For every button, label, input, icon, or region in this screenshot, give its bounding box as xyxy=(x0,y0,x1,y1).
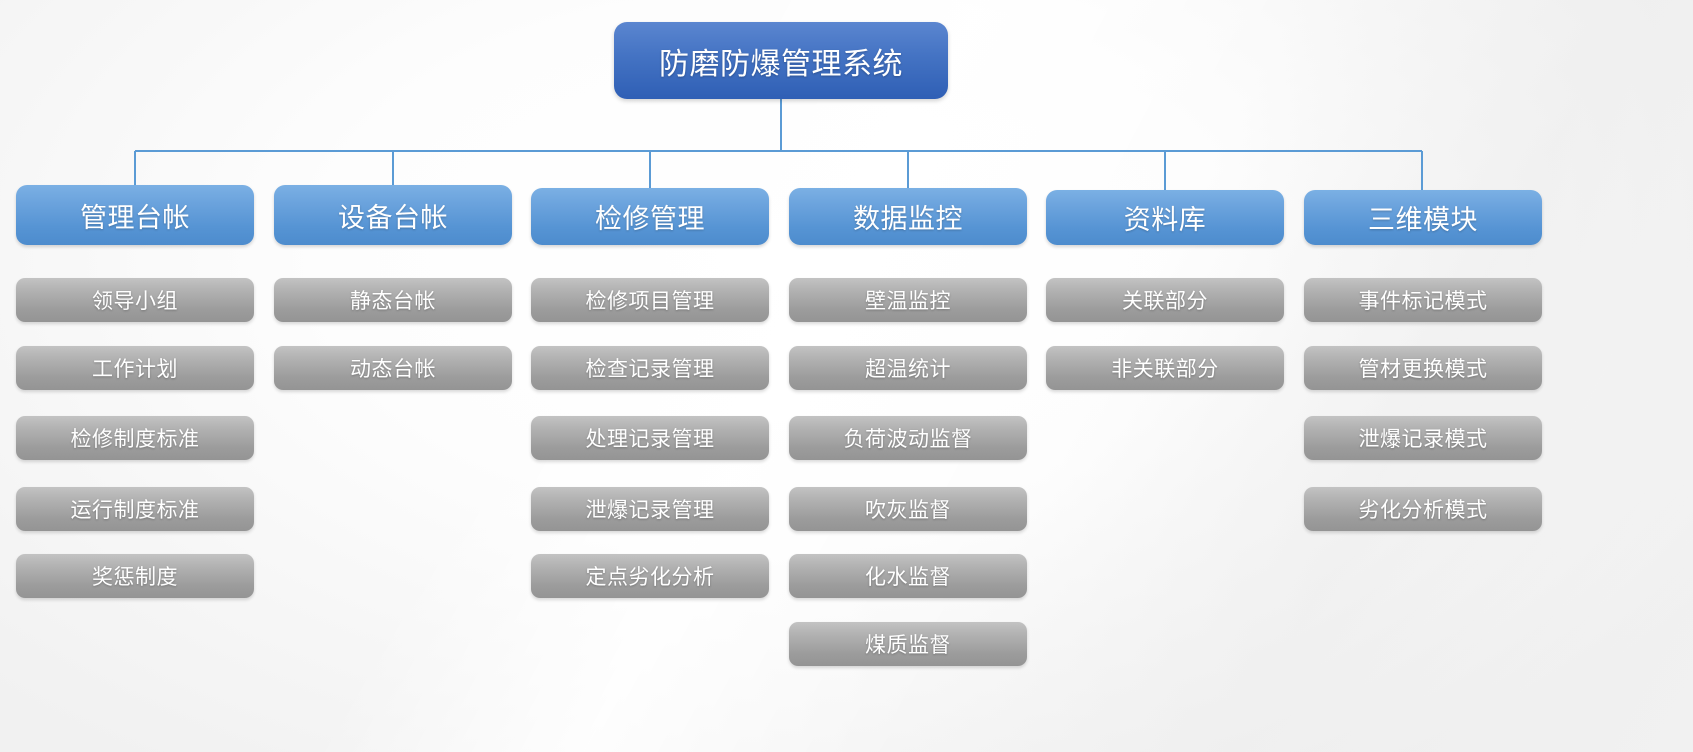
leaf-node[interactable]: 泄爆记录管理 xyxy=(531,487,769,531)
branch-label: 资料库 xyxy=(1123,205,1207,235)
branch-label: 三维模块 xyxy=(1368,205,1478,235)
leaf-label: 非关联部分 xyxy=(1111,358,1219,381)
branch-node-three-d-module[interactable]: 三维模块 xyxy=(1304,190,1542,245)
leaf-node[interactable]: 检修项目管理 xyxy=(531,278,769,322)
leaf-node[interactable]: 领导小组 xyxy=(16,278,254,322)
root-node-label: 防磨防爆管理系统 xyxy=(659,47,903,81)
leaf-label: 泄爆记录模式 xyxy=(1358,428,1488,451)
leaf-label: 检查记录管理 xyxy=(585,358,715,381)
branch-node-equipment-ledger[interactable]: 设备台帐 xyxy=(274,185,512,245)
leaf-label: 静态台帐 xyxy=(350,290,436,313)
leaf-label: 事件标记模式 xyxy=(1358,290,1488,313)
leaf-label: 管材更换模式 xyxy=(1358,358,1488,381)
leaf-node[interactable]: 非关联部分 xyxy=(1046,346,1284,390)
branch-node-overhaul-management[interactable]: 检修管理 xyxy=(531,188,769,245)
leaf-node[interactable]: 化水监督 xyxy=(789,554,1027,598)
leaf-label: 处理记录管理 xyxy=(585,428,715,451)
leaf-node[interactable]: 事件标记模式 xyxy=(1304,278,1542,322)
leaf-node[interactable]: 处理记录管理 xyxy=(531,416,769,460)
leaf-node[interactable]: 运行制度标准 xyxy=(16,487,254,531)
leaf-node[interactable]: 奖惩制度 xyxy=(16,554,254,598)
leaf-label: 动态台帐 xyxy=(350,358,436,381)
leaf-node[interactable]: 静态台帐 xyxy=(274,278,512,322)
leaf-label: 吹灰监督 xyxy=(865,499,951,522)
leaf-label: 关联部分 xyxy=(1122,290,1208,313)
leaf-node[interactable]: 劣化分析模式 xyxy=(1304,487,1542,531)
leaf-label: 化水监督 xyxy=(865,566,951,589)
leaf-label: 壁温监控 xyxy=(865,290,951,313)
leaf-label: 检修项目管理 xyxy=(585,290,715,313)
leaf-label: 领导小组 xyxy=(92,290,178,313)
leaf-node[interactable]: 吹灰监督 xyxy=(789,487,1027,531)
leaf-label: 定点劣化分析 xyxy=(585,566,715,589)
leaf-node[interactable]: 壁温监控 xyxy=(789,278,1027,322)
leaf-node[interactable]: 管材更换模式 xyxy=(1304,346,1542,390)
branch-node-data-monitoring[interactable]: 数据监控 xyxy=(789,188,1027,245)
leaf-label: 工作计划 xyxy=(92,358,178,381)
leaf-label: 泄爆记录管理 xyxy=(585,499,715,522)
leaf-label: 检修制度标准 xyxy=(70,428,200,451)
branch-node-data-repository[interactable]: 资料库 xyxy=(1046,190,1284,245)
leaf-node[interactable]: 工作计划 xyxy=(16,346,254,390)
branch-label: 设备台帐 xyxy=(338,202,448,233)
leaf-label: 运行制度标准 xyxy=(70,499,200,522)
leaf-node[interactable]: 检修制度标准 xyxy=(16,416,254,460)
leaf-node[interactable]: 负荷波动监督 xyxy=(789,416,1027,460)
leaf-node[interactable]: 定点劣化分析 xyxy=(531,554,769,598)
leaf-label: 煤质监督 xyxy=(865,634,951,657)
branch-label: 数据监控 xyxy=(853,204,963,234)
leaf-label: 负荷波动监督 xyxy=(843,428,973,451)
leaf-node[interactable]: 检查记录管理 xyxy=(531,346,769,390)
branch-node-management-ledger[interactable]: 管理台帐 xyxy=(16,185,254,245)
leaf-node[interactable]: 动态台帐 xyxy=(274,346,512,390)
leaf-label: 超温统计 xyxy=(865,358,951,381)
leaf-node[interactable]: 泄爆记录模式 xyxy=(1304,416,1542,460)
leaf-node[interactable]: 超温统计 xyxy=(789,346,1027,390)
branch-label: 检修管理 xyxy=(595,204,705,234)
leaf-node[interactable]: 关联部分 xyxy=(1046,278,1284,322)
root-node[interactable]: 防磨防爆管理系统 xyxy=(614,22,948,99)
branch-label: 管理台帐 xyxy=(80,202,190,233)
leaf-node[interactable]: 煤质监督 xyxy=(789,622,1027,666)
leaf-label: 劣化分析模式 xyxy=(1358,499,1488,522)
leaf-label: 奖惩制度 xyxy=(92,566,178,589)
